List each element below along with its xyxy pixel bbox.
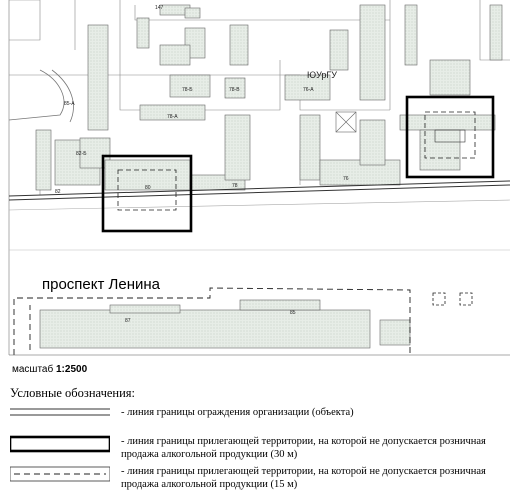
map-label-78a: 78-А <box>167 114 178 120</box>
map-label-87: 87 <box>125 318 131 324</box>
scale-value: 1:2500 <box>56 364 88 375</box>
map-label-85: 85 <box>290 310 296 316</box>
map-scale: масштаб 1:2500 <box>12 364 87 375</box>
map-label-78v: 78-В <box>229 87 240 93</box>
legend-title: Условные обозначения: <box>10 386 136 400</box>
legend-symbol-thick-line <box>10 435 110 453</box>
city-map: 147 85-А 82-Б 82 80 78 78-Б 78-В 78-А 76… <box>8 0 511 356</box>
map-label-80: 80 <box>145 185 151 191</box>
map-label-78: 78 <box>232 183 238 189</box>
campus-label: ЮУрГУ <box>307 70 337 80</box>
map-label-82: 82 <box>55 189 61 195</box>
street-label: проспект Ленина <box>42 276 161 293</box>
map-label-76: 76 <box>343 176 349 182</box>
map-label-82b: 82-Б <box>76 151 87 157</box>
legend-symbol-dashed-line <box>10 466 110 482</box>
legend-symbol-double-line <box>10 408 110 416</box>
legend-text-30m: - линия границы прилегающей территории, … <box>121 436 486 460</box>
legend-text-fence: - линия границы ограждения организации (… <box>121 407 354 418</box>
map-label-76a: 76-А <box>303 87 314 93</box>
map-label-78b: 78-Б <box>182 87 193 93</box>
legend-text-15m: - линия границы прилегающей территории, … <box>121 466 486 490</box>
map-label-147: 147 <box>155 5 164 11</box>
map-label-85a: 85-А <box>64 101 75 107</box>
scale-prefix: масштаб <box>12 364 54 375</box>
